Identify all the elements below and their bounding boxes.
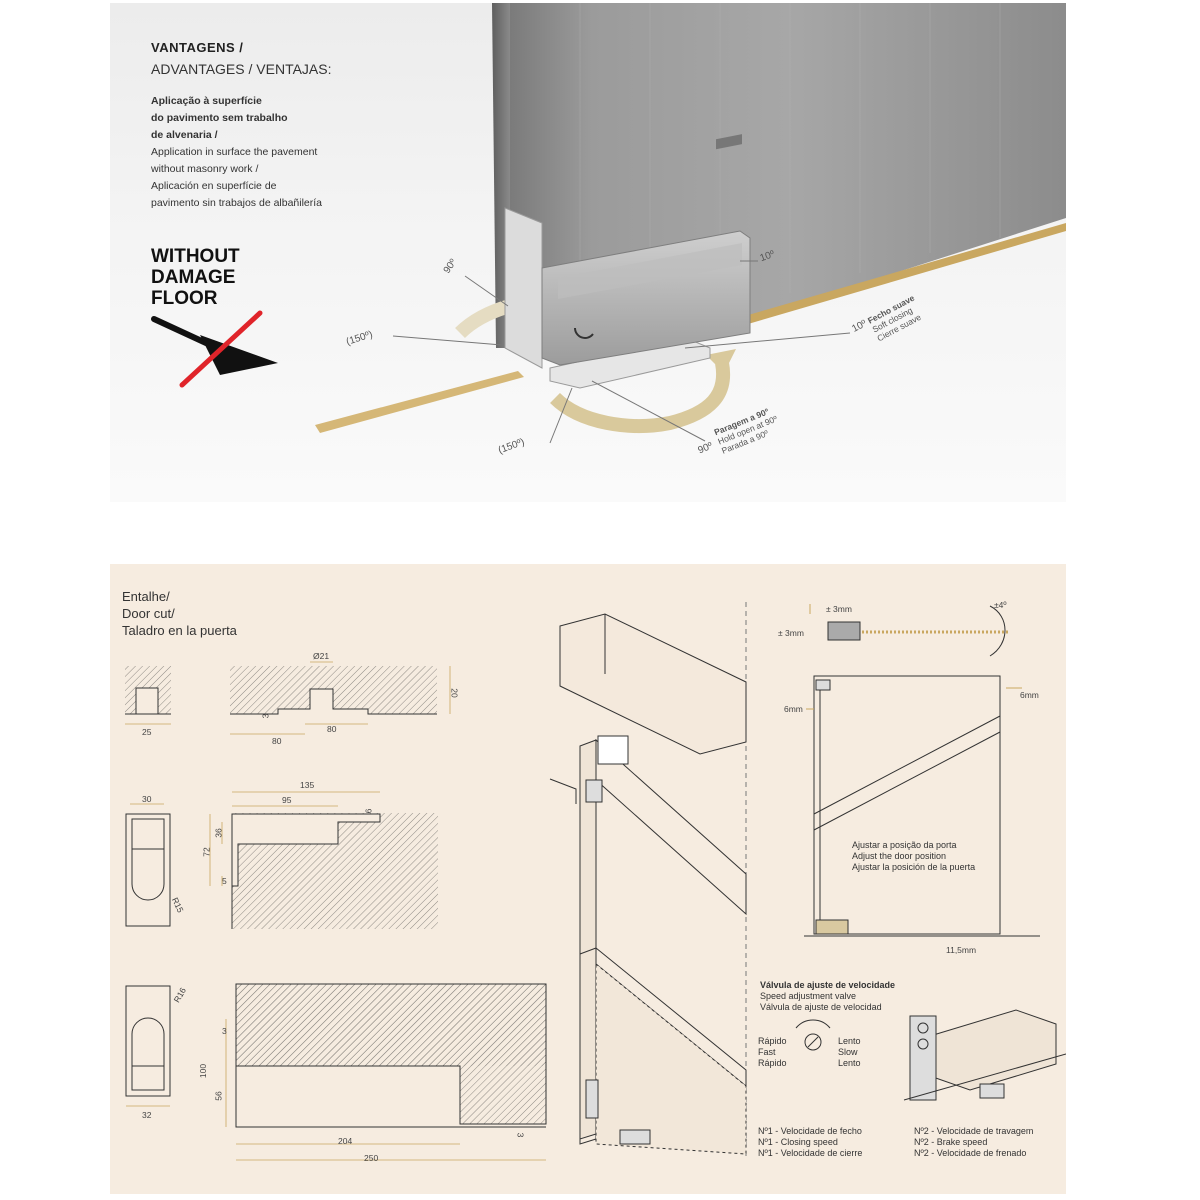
dim-72: 72 <box>201 847 212 857</box>
dim-6: 6 <box>363 808 374 814</box>
swing-arc-front <box>550 361 731 433</box>
speed-n1-text: Nº1 - Velocidade de fecho Nº1 - Closing … <box>758 1126 862 1159</box>
speed-slow-line: Slow <box>838 1047 858 1057</box>
speed-fast-line: Rápido <box>758 1058 787 1068</box>
adjust-position-text: Ajustar a posição da porta Adjust the do… <box>852 840 975 873</box>
advantages-heading-2: ADVANTAGES / VENTAJAS: <box>151 61 332 77</box>
dim-95: 95 <box>282 795 292 805</box>
side-bracket <box>504 207 543 369</box>
dim-80b: 80 <box>327 724 337 734</box>
technical-drawings <box>125 602 1066 1161</box>
door-cut-title-line: Taladro en la puerta <box>122 623 237 638</box>
without-damage-floor-badge: WITHOUT DAMAGE FLOOR <box>151 246 240 309</box>
door-cut-title-line: Entalhe/ <box>122 589 170 604</box>
adjust-4deg: ±4º <box>994 600 1007 610</box>
door-cut-title: Entalhe/ Door cut/ Taladro en la puerta <box>122 588 237 639</box>
dim-100: 100 <box>198 1063 209 1079</box>
speed-valve-text: Válvula de ajuste de velocidade Speed ad… <box>760 980 895 1013</box>
door-cut-title-line: Door cut/ <box>122 606 175 621</box>
speed-valve-line: Válvula de ajuste de velocidad <box>760 1002 882 1012</box>
advantages-text: Aplicação à superfície do pavimento sem … <box>151 93 322 212</box>
speed-n1-line: Nº1 - Closing speed <box>758 1137 838 1147</box>
dim-3b: 3 <box>222 1026 227 1036</box>
speed-fast-line: Rápido <box>758 1036 787 1046</box>
badge-line: FLOOR <box>151 288 218 309</box>
pt-line: de alvenaria / <box>151 129 218 141</box>
speed-slow-line: Lento <box>838 1036 861 1046</box>
speed-fast-label: Rápido Fast Rápido <box>758 1036 787 1069</box>
floor-strip-right <box>686 223 1066 341</box>
speed-n2-text: Nº2 - Velocidade de travagem Nº2 - Brake… <box>914 1126 1033 1159</box>
technical-panel: Entalhe/ Door cut/ Taladro en la puerta … <box>110 564 1066 1194</box>
dim-135: 135 <box>300 780 315 790</box>
dim-3c: 3 <box>515 1132 526 1138</box>
es-line: Aplicación en superfície de <box>151 180 277 192</box>
advantages-panel: VANTAGENS / ADVANTAGES / VENTAJAS: Aplic… <box>110 3 1066 502</box>
product-illustration <box>315 3 1066 444</box>
speed-slow-label: Lento Slow Lento <box>838 1036 861 1069</box>
speed-n1-line: Nº1 - Velocidade de cierre <box>758 1148 863 1158</box>
floor-strip-left <box>315 371 524 433</box>
speed-n2-line: Nº2 - Velocidade de travagem <box>914 1126 1034 1136</box>
speed-valve-line: Válvula de ajuste de velocidade <box>760 980 896 990</box>
dim-25: 25 <box>142 727 152 737</box>
speed-fast-line: Fast <box>758 1047 776 1057</box>
pt-line: do pavimento sem trabalho <box>151 112 288 124</box>
dim-30: 30 <box>142 794 152 804</box>
adjust-position-line: Ajustar a posição da porta <box>852 840 957 850</box>
adjust-6mm-right: 6mm <box>1020 690 1039 700</box>
speed-n2-line: Nº2 - Brake speed <box>914 1137 988 1147</box>
speed-slow-line: Lento <box>838 1058 861 1068</box>
adjust-3mm-top: ± 3mm <box>826 604 852 614</box>
dim-56: 56 <box>213 1091 224 1101</box>
dim-3a: 3 <box>260 713 271 719</box>
adjust-6mm-left: 6mm <box>784 704 803 714</box>
speed-valve-line: Speed adjustment valve <box>760 991 857 1001</box>
advantages-heading-1: VANTAGENS / <box>151 40 244 55</box>
pt-line: Aplicação à superfície <box>151 95 262 107</box>
adjust-11-5mm: 11,5mm <box>946 945 977 955</box>
dim-32: 32 <box>142 1110 152 1120</box>
dim-80a: 80 <box>272 736 282 746</box>
dim-20: 20 <box>449 688 460 698</box>
en-line: without masonry work / <box>151 163 259 175</box>
dim-204: 204 <box>338 1136 353 1146</box>
speed-n2-line: Nº2 - Velocidade de frenado <box>914 1148 1027 1158</box>
en-line: Application in surface the pavement <box>151 146 318 158</box>
dim-d21: Ø21 <box>313 651 330 661</box>
badge-line: DAMAGE <box>151 267 236 288</box>
adjust-3mm-left: ± 3mm <box>778 628 804 638</box>
dim-36: 36 <box>213 828 224 838</box>
speed-n1-line: Nº1 - Velocidade de fecho <box>758 1126 862 1136</box>
adjust-position-line: Ajustar la posición de la puerta <box>852 862 976 872</box>
dim-250: 250 <box>364 1153 379 1163</box>
dim-5: 5 <box>222 876 227 886</box>
adjust-position-line: Adjust the door position <box>852 851 947 861</box>
es-line: pavimento sin trabajos de albañilería <box>151 197 323 209</box>
badge-line: WITHOUT <box>151 246 240 267</box>
